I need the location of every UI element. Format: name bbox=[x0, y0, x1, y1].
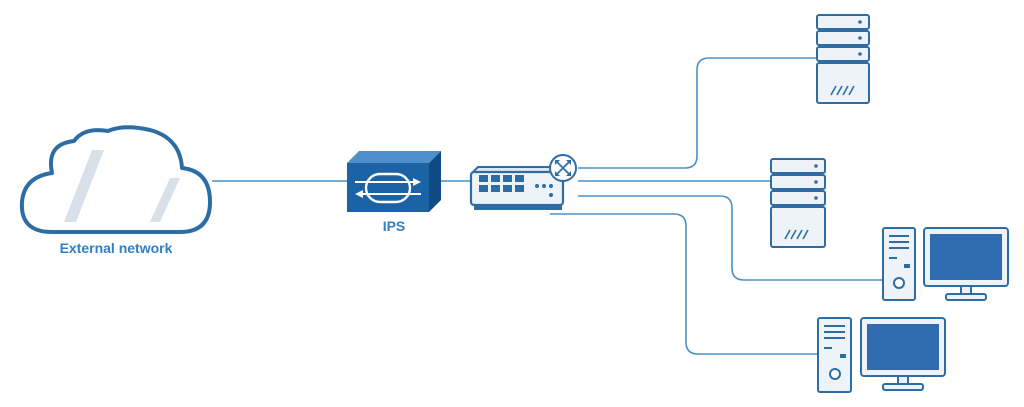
workstation-2-icon bbox=[817, 317, 946, 393]
cloud-icon bbox=[19, 125, 212, 234]
connection-lines bbox=[212, 57, 882, 355]
server-1-icon bbox=[816, 14, 870, 104]
monitor-2-icon bbox=[860, 317, 946, 391]
monitor-1-icon bbox=[923, 227, 1009, 301]
link-switch-workstation-2 bbox=[550, 213, 818, 355]
ips-label: IPS bbox=[383, 218, 406, 234]
server-2-icon bbox=[770, 158, 826, 248]
switch-icon bbox=[469, 154, 577, 210]
link-switch-workstation-1 bbox=[578, 195, 882, 281]
workstation-1-icon bbox=[882, 227, 1009, 301]
link-switch-server-1 bbox=[578, 57, 818, 169]
ips-icon bbox=[347, 151, 441, 212]
cloud-label: External network bbox=[60, 240, 173, 256]
pc-tower-1-icon bbox=[882, 227, 916, 301]
pc-tower-2-icon bbox=[817, 317, 852, 393]
